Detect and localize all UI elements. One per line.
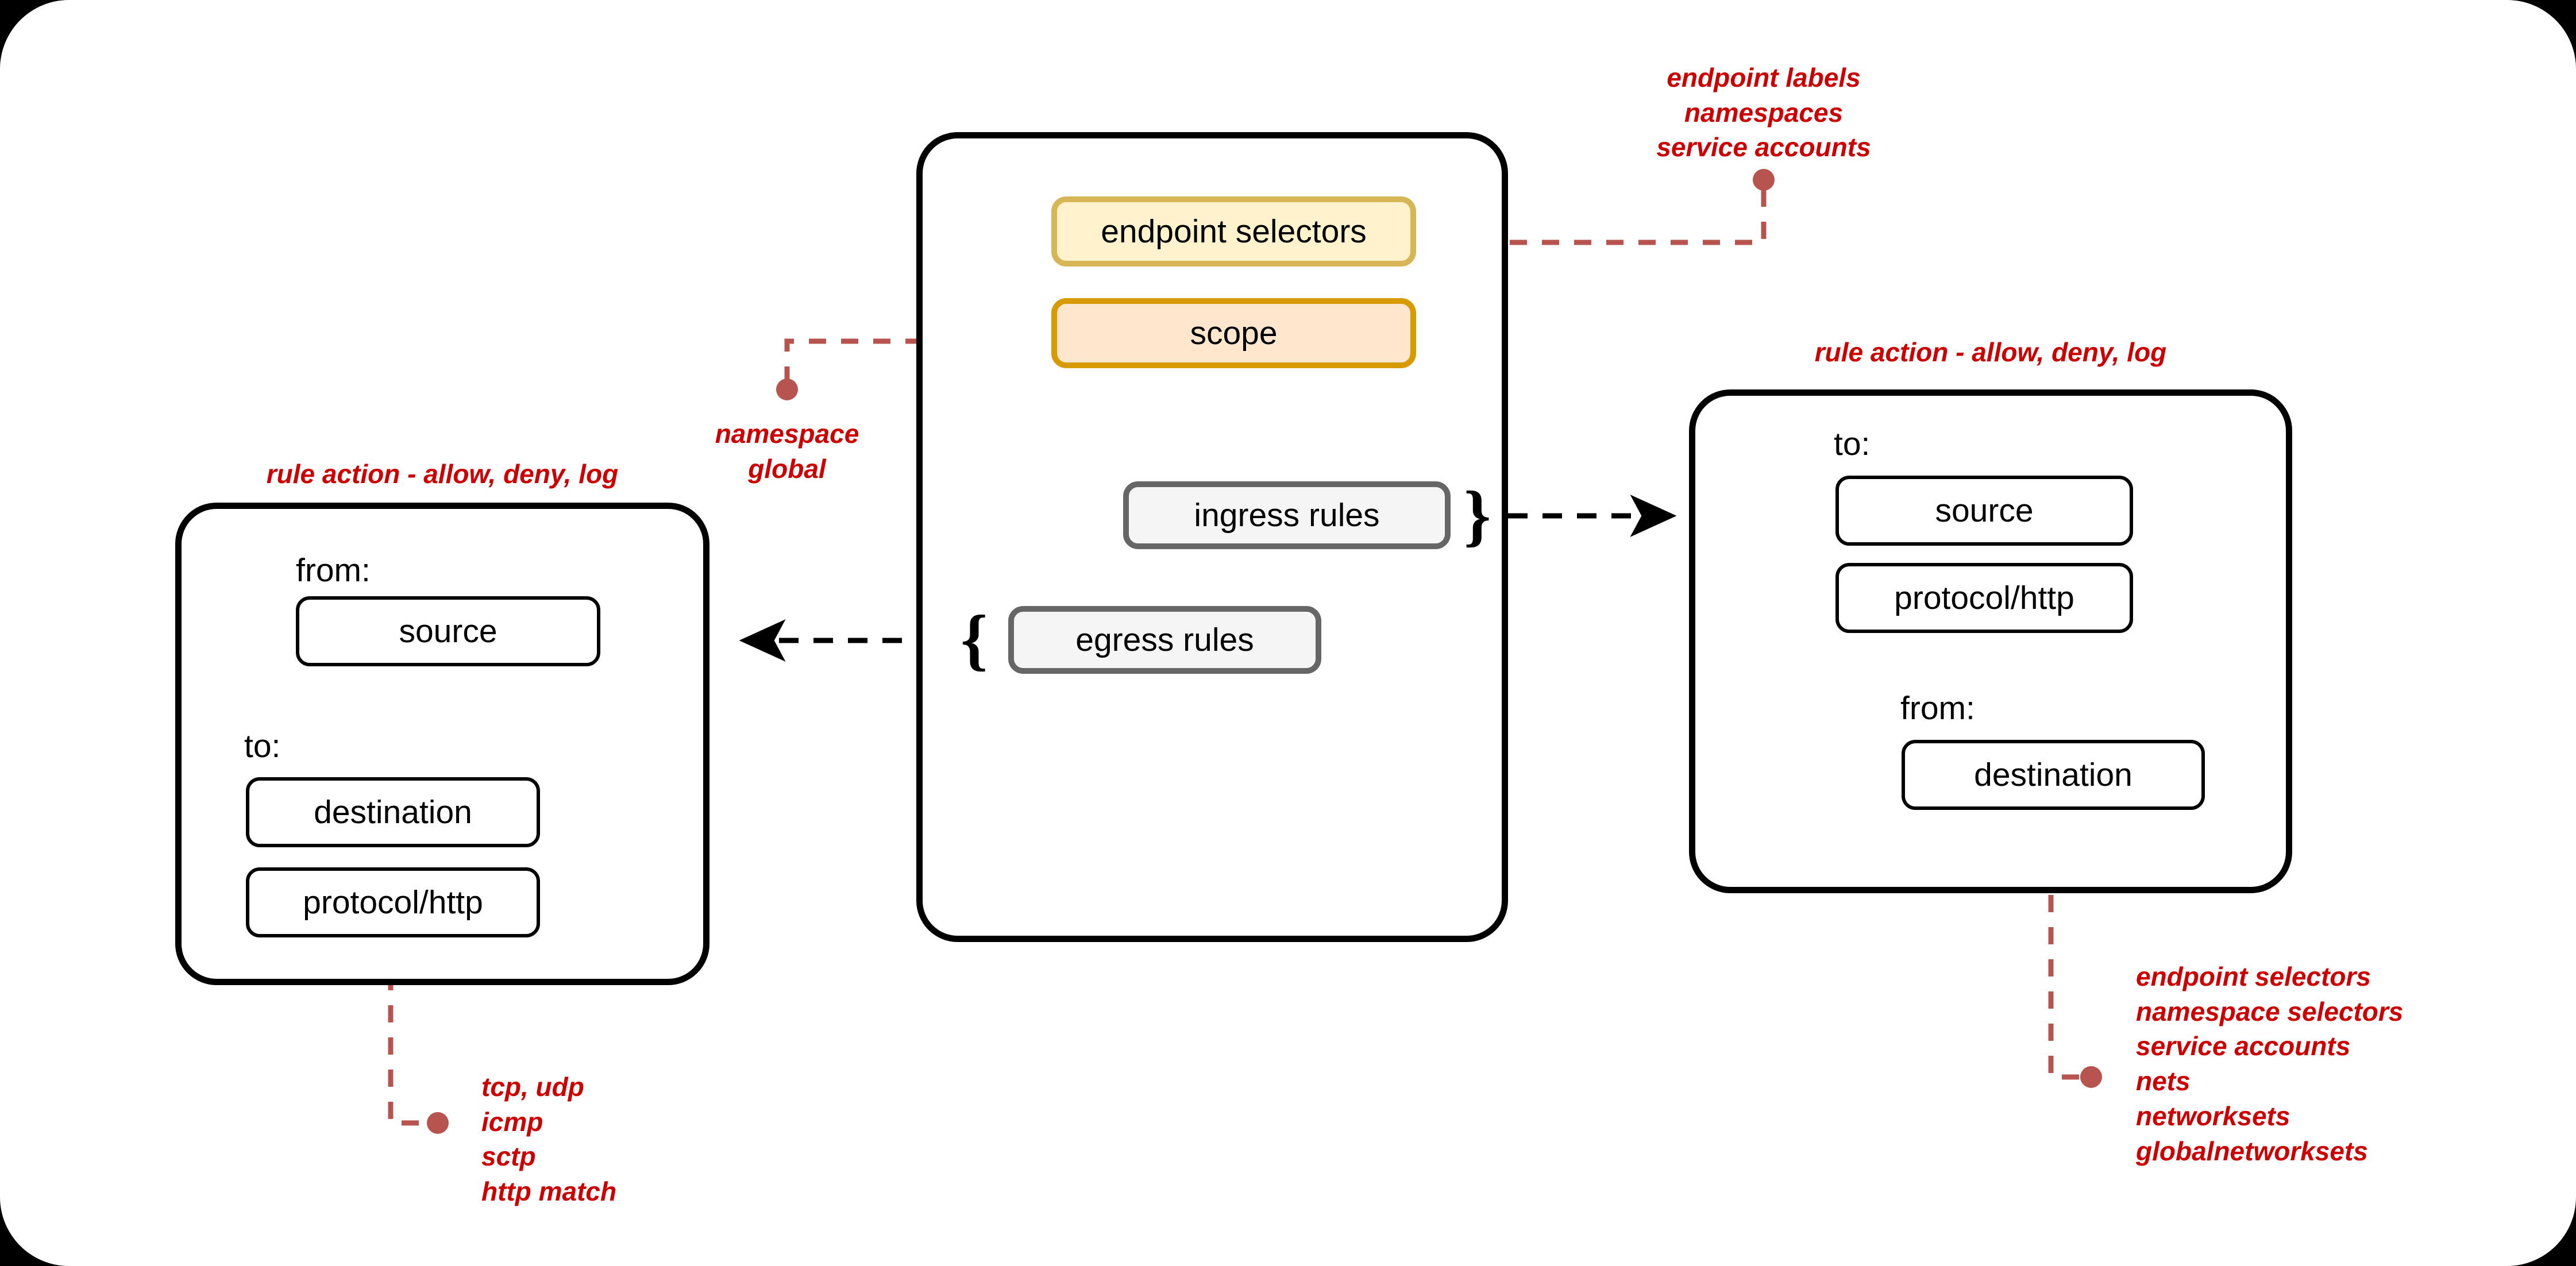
destination-annotation-line-2: namespace selectors <box>2136 996 2404 1026</box>
right-panel-protocol-box[interactable]: protocol/http <box>1835 563 2133 633</box>
protocol-annotation-line-1: tcp, udp <box>481 1072 584 1102</box>
left-panel-from-label: from: <box>296 552 371 589</box>
right-panel-source-box[interactable]: source <box>1835 476 2133 546</box>
protocol-connector-dot <box>427 1112 449 1134</box>
protocol-annotation-line-2: icmp <box>481 1106 543 1137</box>
destination-annotation-line-1: endpoint selectors <box>2136 962 2371 991</box>
left-panel-rule-action-annotation: rule action - allow, deny, log <box>266 459 619 489</box>
protocol-annotation-line-3: sctp <box>481 1141 536 1172</box>
ingress-rule-panel <box>1689 389 2292 893</box>
left-panel-destination-box[interactable]: destination <box>246 777 540 847</box>
destination-annotation: endpoint selectors namespace selectors s… <box>2136 959 2538 1168</box>
scope-connector-dot <box>776 379 798 400</box>
destination-connector-dot <box>2080 1066 2102 1088</box>
ingress-rules-brace: } <box>1464 477 1491 553</box>
right-panel-destination-box[interactable]: destination <box>1902 740 2205 810</box>
right-panel-rule-action-annotation: rule action - allow, deny, log <box>1814 337 2167 367</box>
endpoint-selectors-box[interactable]: endpoint selectors <box>1051 196 1416 267</box>
scope-annotation: namespace global <box>615 416 959 486</box>
destination-annotation-line-6: globalnetworksets <box>2136 1136 2368 1166</box>
endpoint-selectors-annotation-line-2: namespaces <box>1684 97 1844 128</box>
scope-annotation-line-1: namespace <box>715 419 859 449</box>
left-panel-to-label: to: <box>244 728 281 765</box>
destination-annotation-line-5: networksets <box>2136 1101 2290 1131</box>
egress-rules-box[interactable]: egress rules <box>1008 606 1321 674</box>
endpoint-selectors-annotation-line-3: service accounts <box>1656 132 1871 163</box>
egress-rules-brace: { <box>961 601 988 677</box>
endpoint-selectors-annotation-line-1: endpoint labels <box>1667 63 1861 92</box>
destination-annotation-line-4: nets <box>2136 1066 2191 1097</box>
scope-annotation-line-2: global <box>748 453 826 484</box>
ingress-rules-box[interactable]: ingress rules <box>1123 481 1451 549</box>
endpoint-selectors-connector-dot <box>1753 169 1775 191</box>
endpoint-selectors-annotation: endpoint labels namespaces service accou… <box>1591 60 1936 165</box>
right-panel-from-label: from: <box>1900 690 1975 727</box>
left-panel-protocol-box[interactable]: protocol/http <box>246 867 540 937</box>
left-panel-source-box[interactable]: source <box>296 596 600 666</box>
destination-annotation-line-3: service accounts <box>2136 1031 2351 1062</box>
scope-box[interactable]: scope <box>1051 298 1416 368</box>
protocol-annotation-line-4: http match <box>481 1176 617 1207</box>
right-panel-to-label: to: <box>1834 426 1871 462</box>
protocol-annotation: tcp, udp icmp sctp http match <box>481 1070 826 1209</box>
